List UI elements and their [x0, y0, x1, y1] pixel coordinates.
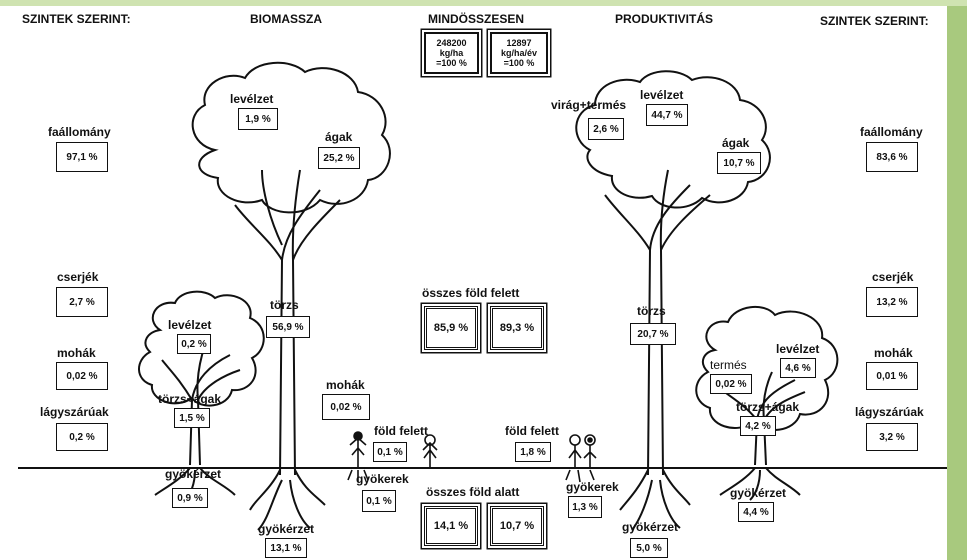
prod-herb-roots-value: 1,3 % — [568, 496, 602, 518]
left-mosses-value: 0,02 % — [56, 362, 108, 390]
above-ground-productivity-value: 89,3 % — [490, 306, 544, 350]
productivity-shrub-roots — [719, 467, 801, 501]
biomass-shrub-stems — [161, 344, 241, 466]
side-border — [947, 0, 967, 560]
total-productivity-value: 12897 — [506, 38, 532, 48]
biomass-shrub-foliage-value: 0,2 % — [177, 334, 211, 354]
right-herbs-label: lágyszárúak — [855, 405, 924, 419]
biomass-trunk-label: törzs — [270, 298, 299, 312]
prod-branches-value: 10,7 % — [717, 152, 761, 174]
biomass-tree-drawing — [191, 61, 391, 531]
right-mosses-value: 0,01 % — [866, 362, 918, 390]
total-productivity-percent: =100 % — [503, 58, 535, 68]
biomass-herb-roots-label: gyökerek — [356, 472, 409, 486]
biomass-tree-crown — [191, 61, 391, 214]
total-biomass-box: 248200 kg/ha =100 % — [424, 32, 479, 74]
prod-flowers-label: virág+termés — [551, 98, 627, 112]
prod-foliage-value: 44,7 % — [646, 104, 688, 126]
below-ground-productivity-value: 10,7 % — [490, 506, 544, 546]
prod-branches-label: ágak — [722, 136, 750, 150]
right-levels-header: SZINTEK SZERINT: — [820, 14, 929, 28]
left-tree-stand-value: 97,1 % — [56, 142, 108, 172]
biomass-branches-value: 25,2 % — [318, 147, 360, 169]
total-productivity-unit: kg/ha/év — [500, 48, 538, 58]
biomass-moss-label: mohák — [326, 378, 365, 392]
productivity-shrub-stems — [721, 371, 806, 466]
total-biomass-percent: =100 % — [436, 58, 467, 68]
prod-shrub-roots-value: 4,4 % — [738, 502, 774, 522]
biomass-shrub-roots-value: 0,9 % — [172, 488, 208, 508]
total-productivity-box: 12897 kg/ha/év =100 % — [490, 32, 548, 74]
prod-trunk-label: törzs — [637, 304, 666, 318]
prod-trunk-value: 20,7 % — [630, 323, 676, 345]
productivity-shrub-crown — [695, 305, 839, 431]
productivity-tree-roots — [619, 469, 691, 531]
total-biomass-value: 248200 — [436, 38, 467, 48]
biomass-shrub-roots-label: gyökérzet — [165, 467, 222, 481]
left-shrubs-value: 2,7 % — [56, 287, 108, 317]
below-ground-biomass-value: 14,1 % — [424, 506, 478, 546]
biomass-herbs-drawing — [347, 431, 438, 482]
biomass-shrub-trunk-value: 1,5 % — [174, 408, 210, 428]
prod-shrub-roots-label: gyökérzet — [730, 486, 787, 500]
productivity-herbs-drawing — [565, 434, 597, 483]
prod-roots-value: 5,0 % — [630, 538, 668, 558]
prod-shrub-foliage-value: 4,6 % — [780, 358, 816, 378]
right-mosses-label: mohák — [874, 346, 913, 360]
prod-shrub-foliage-label: levélzet — [776, 342, 820, 356]
biomass-shrub-foliage-label: levélzet — [168, 318, 212, 332]
above-ground-biomass-value: 85,9 % — [424, 306, 478, 350]
left-herbs-value: 0,2 % — [56, 423, 108, 451]
biomass-tree-trunk — [234, 169, 341, 476]
right-tree-stand-value: 83,6 % — [866, 142, 918, 172]
productivity-shrub-drawing — [695, 305, 839, 501]
biomass-foliage-value: 1,9 % — [238, 108, 278, 130]
right-shrubs-value: 13,2 % — [866, 287, 918, 317]
right-shrubs-label: cserjék — [872, 270, 914, 284]
biomass-branches-label: ágak — [325, 130, 353, 144]
productivity-tree-trunk — [604, 169, 711, 476]
prod-herb-above-label: föld felett — [505, 424, 559, 438]
left-shrubs-label: cserjék — [57, 270, 99, 284]
left-mosses-label: mohák — [57, 346, 96, 360]
prod-shrub-fruit-label: termés — [710, 358, 747, 372]
total-biomass-unit: kg/ha — [439, 48, 464, 58]
prod-shrub-trunk-value: 4,2 % — [740, 416, 776, 436]
below-ground-total-label: összes föld alatt — [426, 485, 520, 499]
biomass-header: BIOMASSZA — [250, 12, 322, 26]
left-herbs-label: lágyszárúak — [40, 405, 109, 419]
total-header: MINDÖSSZESEN — [428, 12, 525, 26]
biomass-moss-value: 0,02 % — [322, 394, 370, 420]
prod-shrub-fruit-value: 0,02 % — [710, 374, 752, 394]
above-ground-total-label: összes föld felett — [422, 286, 520, 300]
biomass-tree-roots — [249, 469, 326, 531]
biomass-roots-value: 13,1 % — [265, 538, 307, 558]
prod-flowers-value: 2,6 % — [588, 118, 624, 140]
biomass-shrub-trunk-label: törzs+ágak — [158, 392, 222, 406]
biomass-herb-roots-value: 0,1 % — [362, 490, 396, 512]
biomass-roots-label: gyökérzet — [258, 522, 315, 536]
prod-shrub-trunk-label: törzs+ágak — [736, 400, 800, 414]
left-levels-header: SZINTEK SZERINT: — [22, 12, 131, 26]
right-tree-stand-label: faállomány — [860, 125, 923, 139]
prod-herb-roots-label: gyökerek — [566, 480, 619, 494]
biomass-herb-above-label: föld felett — [374, 424, 428, 438]
prod-roots-label: gyökérzet — [622, 520, 679, 534]
left-tree-stand-label: faállomány — [48, 125, 111, 139]
biomass-herb-above-value: 0,1 % — [373, 442, 407, 462]
biomass-trunk-value: 56,9 % — [266, 316, 310, 338]
right-herbs-value: 3,2 % — [866, 423, 918, 451]
prod-foliage-label: levélzet — [640, 88, 684, 102]
top-border — [0, 0, 967, 6]
biomass-foliage-label: levélzet — [230, 92, 274, 106]
productivity-header: PRODUKTIVITÁS — [615, 12, 714, 26]
prod-herb-above-value: 1,8 % — [515, 442, 551, 462]
